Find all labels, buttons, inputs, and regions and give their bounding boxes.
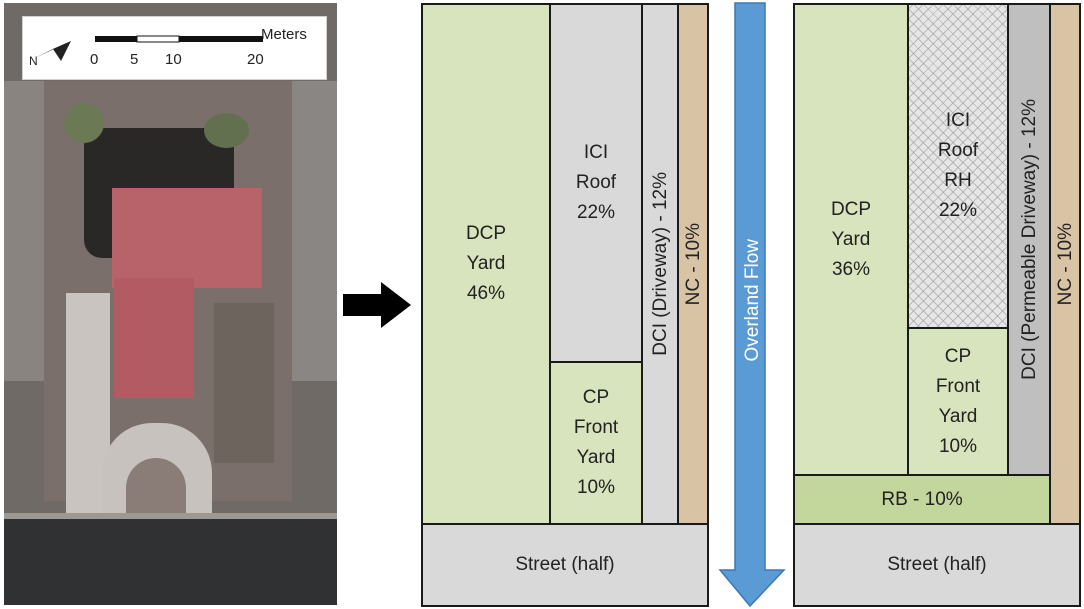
nc-label-retrofit: NC - 10% xyxy=(1054,222,1076,306)
street-aerial xyxy=(4,518,337,605)
north-arrow-icon: N xyxy=(29,41,71,68)
rb-label: RB - 10% xyxy=(881,488,963,510)
scale-bar: N Meters 0 5 10 20 xyxy=(22,16,327,80)
svg-text:N: N xyxy=(29,54,38,68)
cp-front-yard-area-retrofit: CP Front Yard 10% xyxy=(907,327,1009,476)
ici-roof-label: ICI Roof 22% xyxy=(575,142,617,223)
street-label: Street (half) xyxy=(515,554,615,575)
dcp-yard-label: DCP Yard 46% xyxy=(465,223,507,304)
dci-driveway-label: DCI (Driveway) - 12% xyxy=(649,172,671,356)
scale-tick-0: 0 xyxy=(90,51,99,68)
house-roof xyxy=(112,188,262,288)
right-arrow-icon xyxy=(343,282,411,328)
ici-roof-rh-label: ICI Roof RH 22% xyxy=(937,110,979,221)
dci-permeable-driveway-area: DCI (Permeable Driveway) - 12% xyxy=(1007,3,1051,476)
dcp-yard-label-retrofit: DCP Yard 36% xyxy=(830,198,872,280)
overland-flow-label: Overland Flow xyxy=(741,238,763,362)
flow-label-wrap: Overland Flow xyxy=(738,40,766,560)
rb-area: RB - 10% xyxy=(793,474,1051,525)
street-label-retrofit: Street (half) xyxy=(887,554,987,575)
scale-unit: Meters xyxy=(261,26,307,43)
street-area-retrofit: Street (half) xyxy=(793,523,1081,607)
scale-tick-20: 20 xyxy=(247,51,264,68)
dcp-yard-area-retrofit: DCP Yard 36% xyxy=(793,3,909,476)
dcp-yard-area: DCP Yard 46% xyxy=(421,3,551,525)
dci-driveway-area: DCI (Driveway) - 12% xyxy=(641,3,679,525)
dci-permeable-driveway-label: DCI (Permeable Driveway) - 12% xyxy=(1018,99,1040,380)
cp-front-yard-label: CP Front Yard 10% xyxy=(573,387,619,498)
scale-tick-10: 10 xyxy=(165,51,182,68)
overland-flow-arrow-icon xyxy=(718,2,786,608)
aerial-image: N Meters 0 5 10 20 xyxy=(4,3,337,605)
nc-area-retrofit: NC - 10% xyxy=(1049,3,1081,525)
ici-roof-rh-area: ICI Roof RH 22% xyxy=(907,3,1009,329)
cp-front-yard-label-retrofit: CP Front Yard 10% xyxy=(935,345,981,457)
nc-label: NC - 10% xyxy=(682,222,704,306)
nc-area: NC - 10% xyxy=(677,3,709,525)
scale-tick-5: 5 xyxy=(130,51,139,68)
cp-front-yard-area: CP Front Yard 10% xyxy=(549,361,643,525)
ici-roof-area: ICI Roof 22% xyxy=(549,3,643,363)
street-area: Street (half) xyxy=(421,523,709,607)
